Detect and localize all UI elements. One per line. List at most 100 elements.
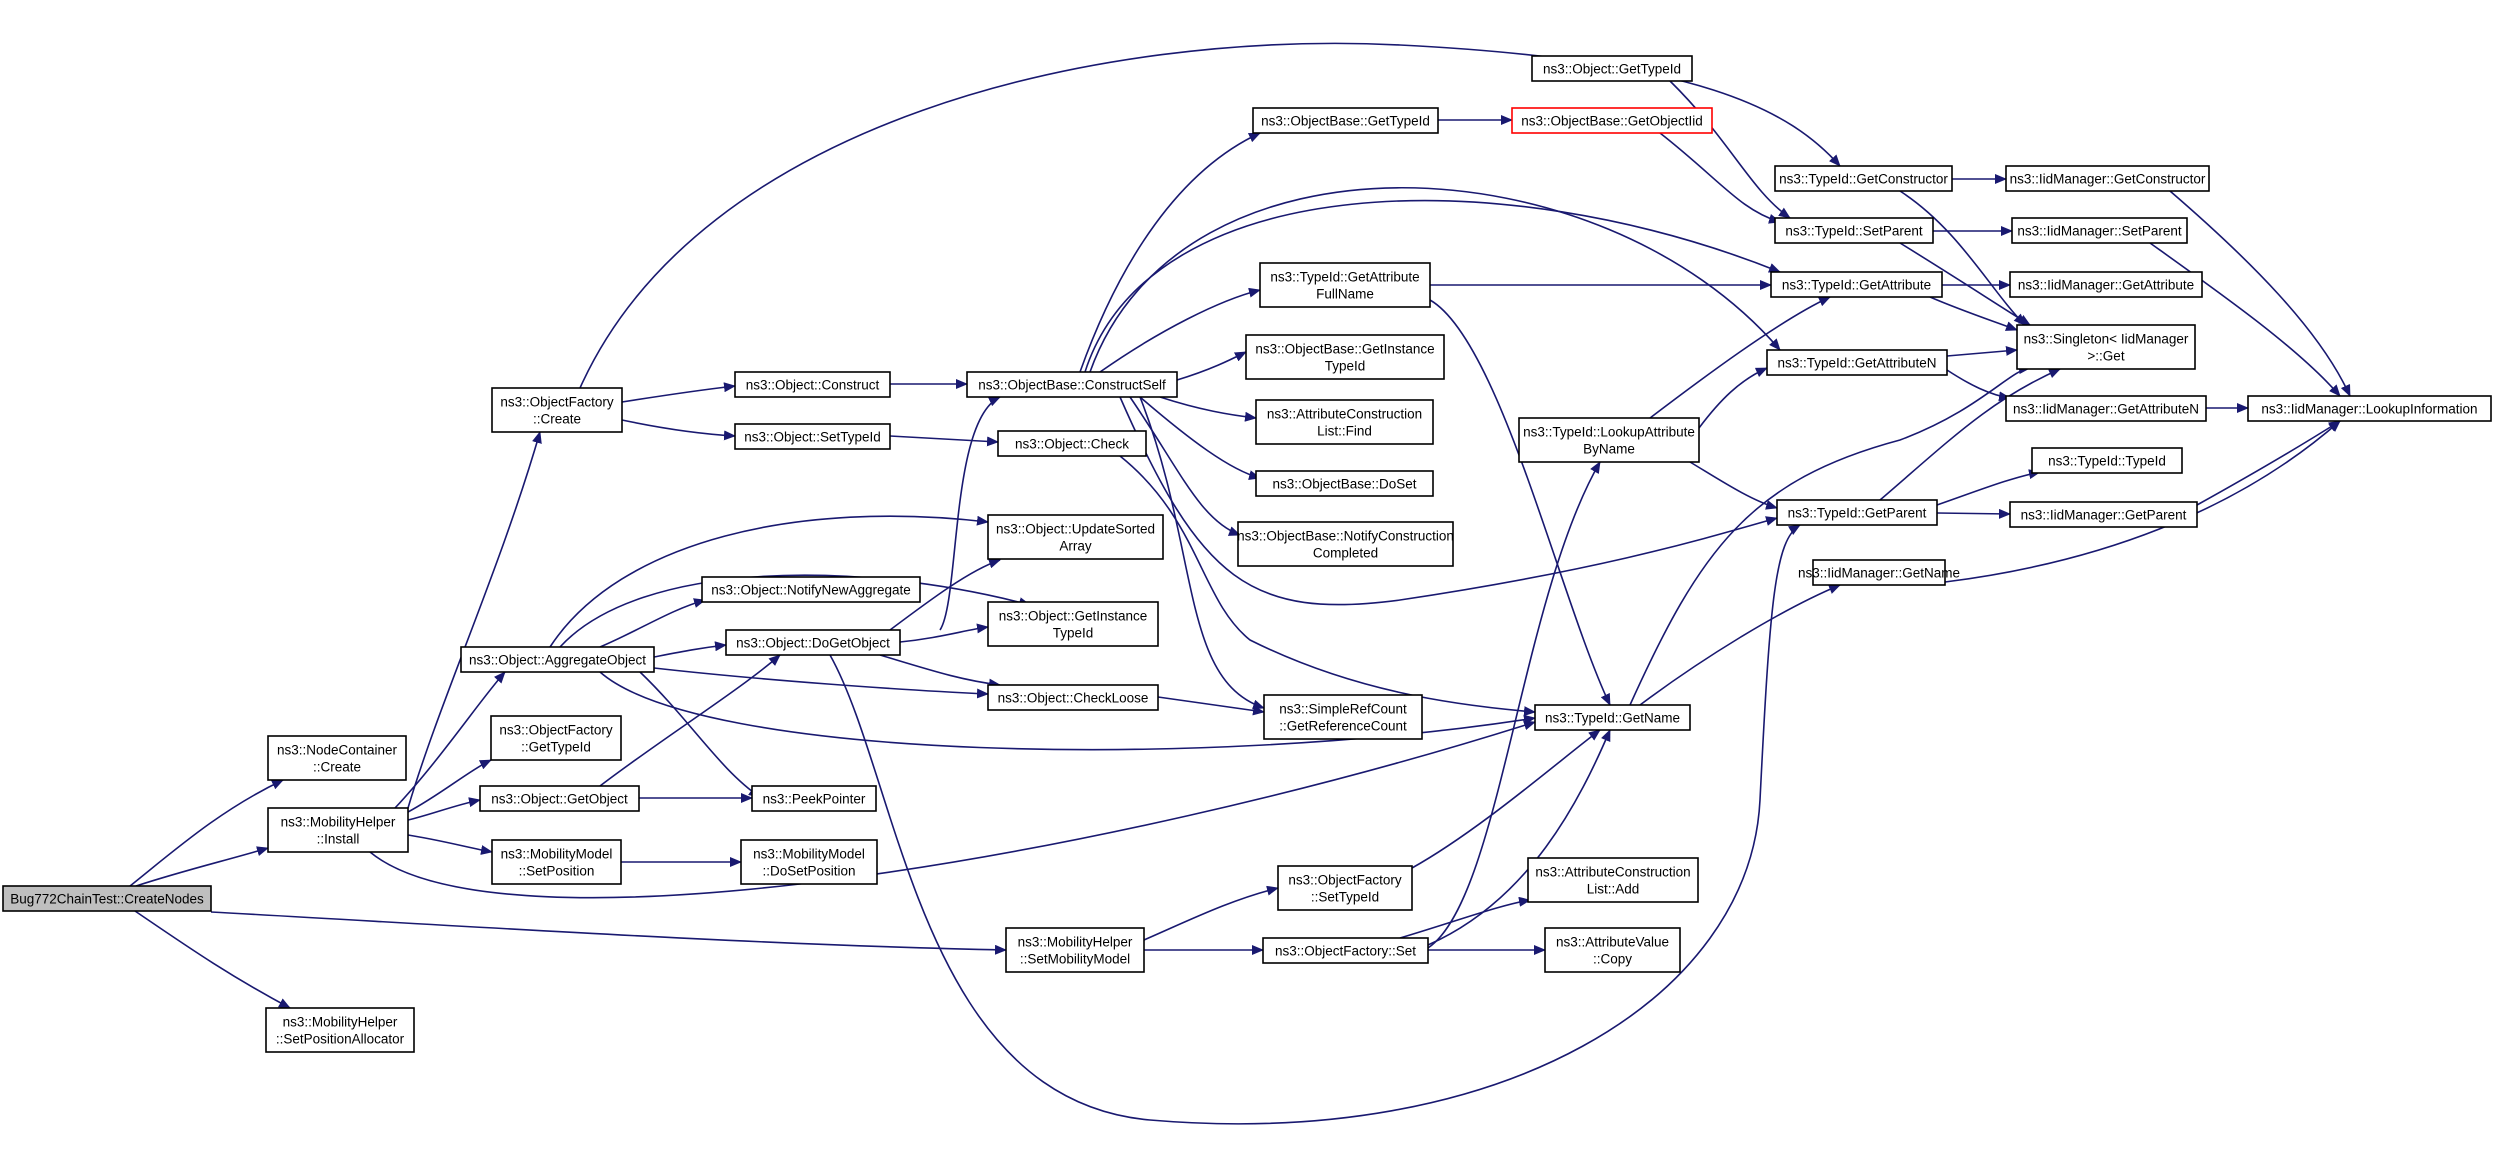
call-edge-objsettid-to-objcheck (889, 435, 999, 447)
function-node-nodecont[interactable]: ns3::NodeContainer::Create (267, 735, 407, 781)
function-node-mhsetmm[interactable]: ns3::MobilityHelper::SetMobilityModel (1005, 927, 1145, 973)
node-label: ns3::AttributeValue (1556, 935, 1669, 950)
call-edge-root-to-nodecont (129, 779, 284, 887)
node-label: ::Create (533, 412, 581, 427)
node-label: ns3::IidManager::LookupInformation (2261, 402, 2477, 417)
node-label: ns3::MobilityModel (501, 847, 613, 862)
function-node-tidtypeid[interactable]: ns3::TypeId::TypeId (2031, 447, 2183, 474)
node-box (1277, 865, 1413, 911)
node-label: ns3::Object::Check (1015, 437, 1129, 452)
call-edge-mhsetmm-to-ofsettid (1143, 885, 1279, 941)
function-node-obgettid[interactable]: ns3::ObjectBase::GetTypeId (1252, 107, 1439, 134)
call-edge-mhinstall-to-ofcreate (407, 431, 542, 809)
function-node-iidgetname[interactable]: ns3::IidManager::GetName (1798, 559, 1960, 586)
node-label: ns3::PeekPointer (763, 792, 866, 807)
node-label: TypeId (1053, 626, 1094, 641)
call-edge-ofcreate-to-tidgetctor (579, 42, 1841, 389)
node-label: ns3::TypeId::SetParent (1785, 224, 1923, 239)
node-label: ByName (1583, 442, 1635, 457)
node-box (1776, 499, 1938, 526)
function-node-mmdosetpos[interactable]: ns3::MobilityModel::DoSetPosition (740, 839, 878, 885)
function-node-objgetobj[interactable]: ns3::Object::GetObject (479, 785, 640, 812)
node-label: ns3::ObjectFactory::Set (1275, 944, 1416, 959)
node-label: ::DoSetPosition (762, 864, 855, 879)
function-node-iidlookup[interactable]: ns3::IidManager::LookupInformation (2247, 395, 2492, 422)
function-node-objgettid[interactable]: ns3::Object::GetTypeId (1531, 55, 1693, 82)
function-node-singleton[interactable]: ns3::Singleton< IidManager >::Get (2016, 324, 2196, 370)
function-node-objcheckloose[interactable]: ns3::Object::CheckLoose (987, 684, 1159, 711)
call-edge-obconstructself-to-srcgetref (1139, 396, 1265, 710)
function-node-iidsetparent[interactable]: ns3::IidManager::SetParent (2011, 217, 2188, 244)
function-node-ofcreate[interactable]: ns3::ObjectFactory::Create (491, 387, 623, 433)
call-edge-objdoget-to-objupdsorted (889, 558, 1001, 631)
node-box (1527, 857, 1699, 903)
node-label: ns3::ObjectFactory (499, 723, 613, 738)
node-box (1511, 107, 1713, 134)
function-node-tidgetattrn[interactable]: ns3::TypeId::GetAttributeN (1766, 349, 1948, 376)
function-node-tidgetctor[interactable]: ns3::TypeId::GetConstructor (1774, 165, 1953, 192)
function-node-ofset[interactable]: ns3::ObjectFactory::Set (1262, 937, 1429, 964)
function-node-objsettid[interactable]: ns3::Object::SetTypeId (734, 423, 891, 450)
node-box (2009, 501, 2198, 528)
node-label: List::Add (1587, 882, 1640, 897)
function-node-tidgetname[interactable]: ns3::TypeId::GetName (1534, 704, 1691, 731)
call-edge-ofset-to-tidgetname (1427, 729, 1611, 946)
function-node-iidgetattr[interactable]: ns3::IidManager::GetAttribute (2009, 271, 2203, 298)
node-label: ns3::TypeId::LookupAttribute (1523, 425, 1695, 440)
node-box (1237, 521, 1454, 567)
node-box (1534, 704, 1691, 731)
function-nodes: Bug772ChainTest::CreateNodes ns3::NodeCon… (2, 55, 2492, 1053)
node-box (265, 1007, 415, 1053)
node-label: Completed (1313, 546, 1378, 561)
node-label: ns3::ObjectBase::GetInstance (1255, 342, 1434, 357)
function-node-avcopy[interactable]: ns3::AttributeValue::Copy (1544, 927, 1681, 973)
node-label: ns3::IidManager::SetParent (2017, 224, 2182, 239)
function-node-objnotify[interactable]: ns3::Object::NotifyNewAggregate (701, 576, 921, 603)
call-edge-tidgetattr-to-singleton (1929, 296, 2018, 331)
function-node-objconstruct[interactable]: ns3::Object::Construct (734, 371, 891, 398)
function-node-tidgetparent[interactable]: ns3::TypeId::GetParent (1776, 499, 1938, 526)
function-node-ofsettid[interactable]: ns3::ObjectFactory::SetTypeId (1277, 865, 1413, 911)
function-node-tidsetparent[interactable]: ns3::TypeId::SetParent (1774, 217, 1934, 244)
call-edge-tidgetattrn-to-iidgetattrn (1946, 369, 2011, 402)
function-node-obgetobjiid[interactable]: ns3::ObjectBase::GetObjectIid (1511, 107, 1713, 134)
call-edge-aggobj-to-objupdsorted (549, 515, 989, 648)
node-label: ns3::Object::AggregateObject (469, 653, 646, 668)
function-node-iidgetattrn[interactable]: ns3::IidManager::GetAttributeN (2005, 395, 2207, 422)
call-edge-iidgetparent-to-iidlookup (2196, 420, 2341, 506)
node-box (2009, 271, 2203, 298)
function-node-obconstructself[interactable]: ns3::ObjectBase::ConstructSelf (966, 371, 1178, 398)
function-node-ofgettid[interactable]: ns3::ObjectFactory::GetTypeId (490, 715, 622, 761)
node-label: ns3::IidManager::GetConstructor (2010, 172, 2206, 187)
function-node-obnotify[interactable]: ns3::ObjectBase::NotifyConstructionCompl… (1237, 521, 1454, 567)
call-edge-objcheck-to-tidgetname (1119, 455, 1536, 717)
function-node-root[interactable]: Bug772ChainTest::CreateNodes (2, 885, 212, 912)
function-node-srcgetref[interactable]: ns3::SimpleRefCount::GetReferenceCount (1263, 694, 1423, 740)
call-edge-mhinstall-to-ofgettid (407, 759, 492, 813)
function-node-aggobj[interactable]: ns3::Object::AggregateObject (460, 646, 655, 673)
function-node-peek[interactable]: ns3::PeekPointer (751, 785, 877, 812)
call-edge-objdoget-to-tidgetparent (829, 524, 1801, 1125)
node-label: ns3::TypeId::GetAttribute (1782, 278, 1931, 293)
function-node-objdoget[interactable]: ns3::Object::DoGetObject (725, 629, 901, 656)
function-node-objcheck[interactable]: ns3::Object::Check (997, 430, 1147, 457)
function-node-mmsetpos[interactable]: ns3::MobilityModel::SetPosition (491, 839, 622, 885)
node-label: ns3::TypeId::GetName (1545, 711, 1680, 726)
node-label: ns3::MobilityModel (753, 847, 865, 862)
function-node-obdoset[interactable]: ns3::ObjectBase::DoSet (1255, 470, 1434, 497)
function-node-mhinstall[interactable]: ns3::MobilityHelper::Install (267, 807, 409, 853)
function-node-mhsetpa[interactable]: ns3::MobilityHelper::SetPositionAllocato… (265, 1007, 415, 1053)
function-node-iidgetctor[interactable]: ns3::IidManager::GetConstructor (2005, 165, 2210, 192)
node-label: ns3::Object::NotifyNewAggregate (711, 583, 911, 598)
function-node-iidgetparent[interactable]: ns3::IidManager::GetParent (2009, 501, 2198, 528)
function-node-tidgetattr[interactable]: ns3::TypeId::GetAttribute (1770, 271, 1943, 298)
node-box (460, 646, 655, 673)
call-edge-root-to-mhsetmm (210, 911, 1007, 955)
